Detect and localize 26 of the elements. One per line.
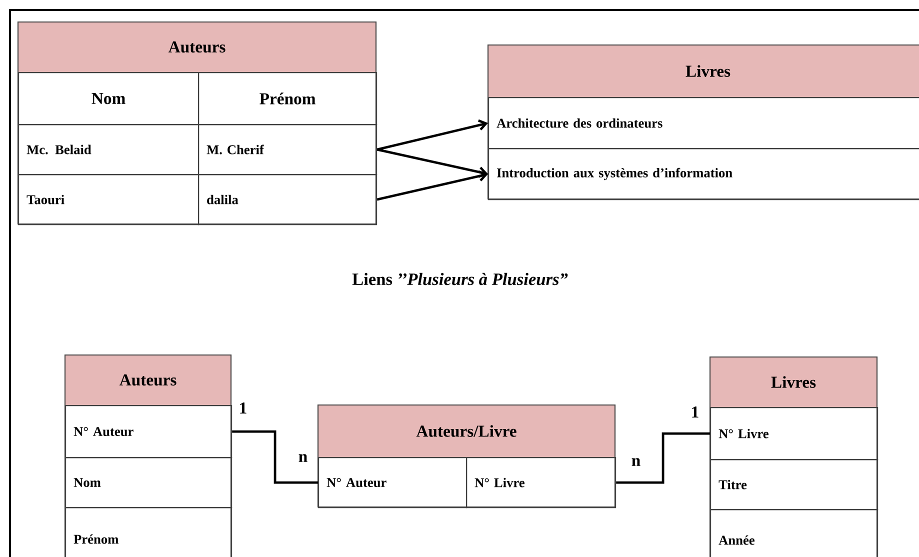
connector-line <box>232 430 318 484</box>
table-cell: Architecture des ordinateurs <box>488 97 919 150</box>
table-cell: Introduction aux systèmes d’information <box>488 148 919 200</box>
table-cell: N° Livre <box>466 457 616 508</box>
cardinality-label: n <box>298 454 308 462</box>
table-cell: Taouri <box>18 174 200 226</box>
table-cell: M. Cherif <box>198 124 378 176</box>
title: Liens ’’Plusieurs à Plusieurs” <box>352 272 568 286</box>
table-cell: Nom <box>18 72 200 126</box>
cardinality-label: n <box>632 458 640 466</box>
table-cell: Année <box>710 509 878 557</box>
table-cell: Prénom <box>65 507 232 557</box>
connector-line <box>616 432 710 484</box>
table-cell: Titre <box>710 459 878 510</box>
arrow <box>376 170 488 201</box>
arrow <box>376 148 488 178</box>
cardinality-label: 1 <box>692 406 698 418</box>
cardinality-label: 1 <box>240 402 246 414</box>
table-cell: N° Auteur <box>318 457 468 508</box>
table-cell: Prénom <box>198 72 378 126</box>
table-cell: Nom <box>65 457 232 508</box>
table-cell: N° Auteur <box>65 405 232 458</box>
table-cell: Mc. Belaid <box>18 124 200 176</box>
arrow <box>376 119 488 151</box>
table-cell: N° Livre <box>710 407 878 460</box>
table-cell: dalila <box>198 174 378 226</box>
